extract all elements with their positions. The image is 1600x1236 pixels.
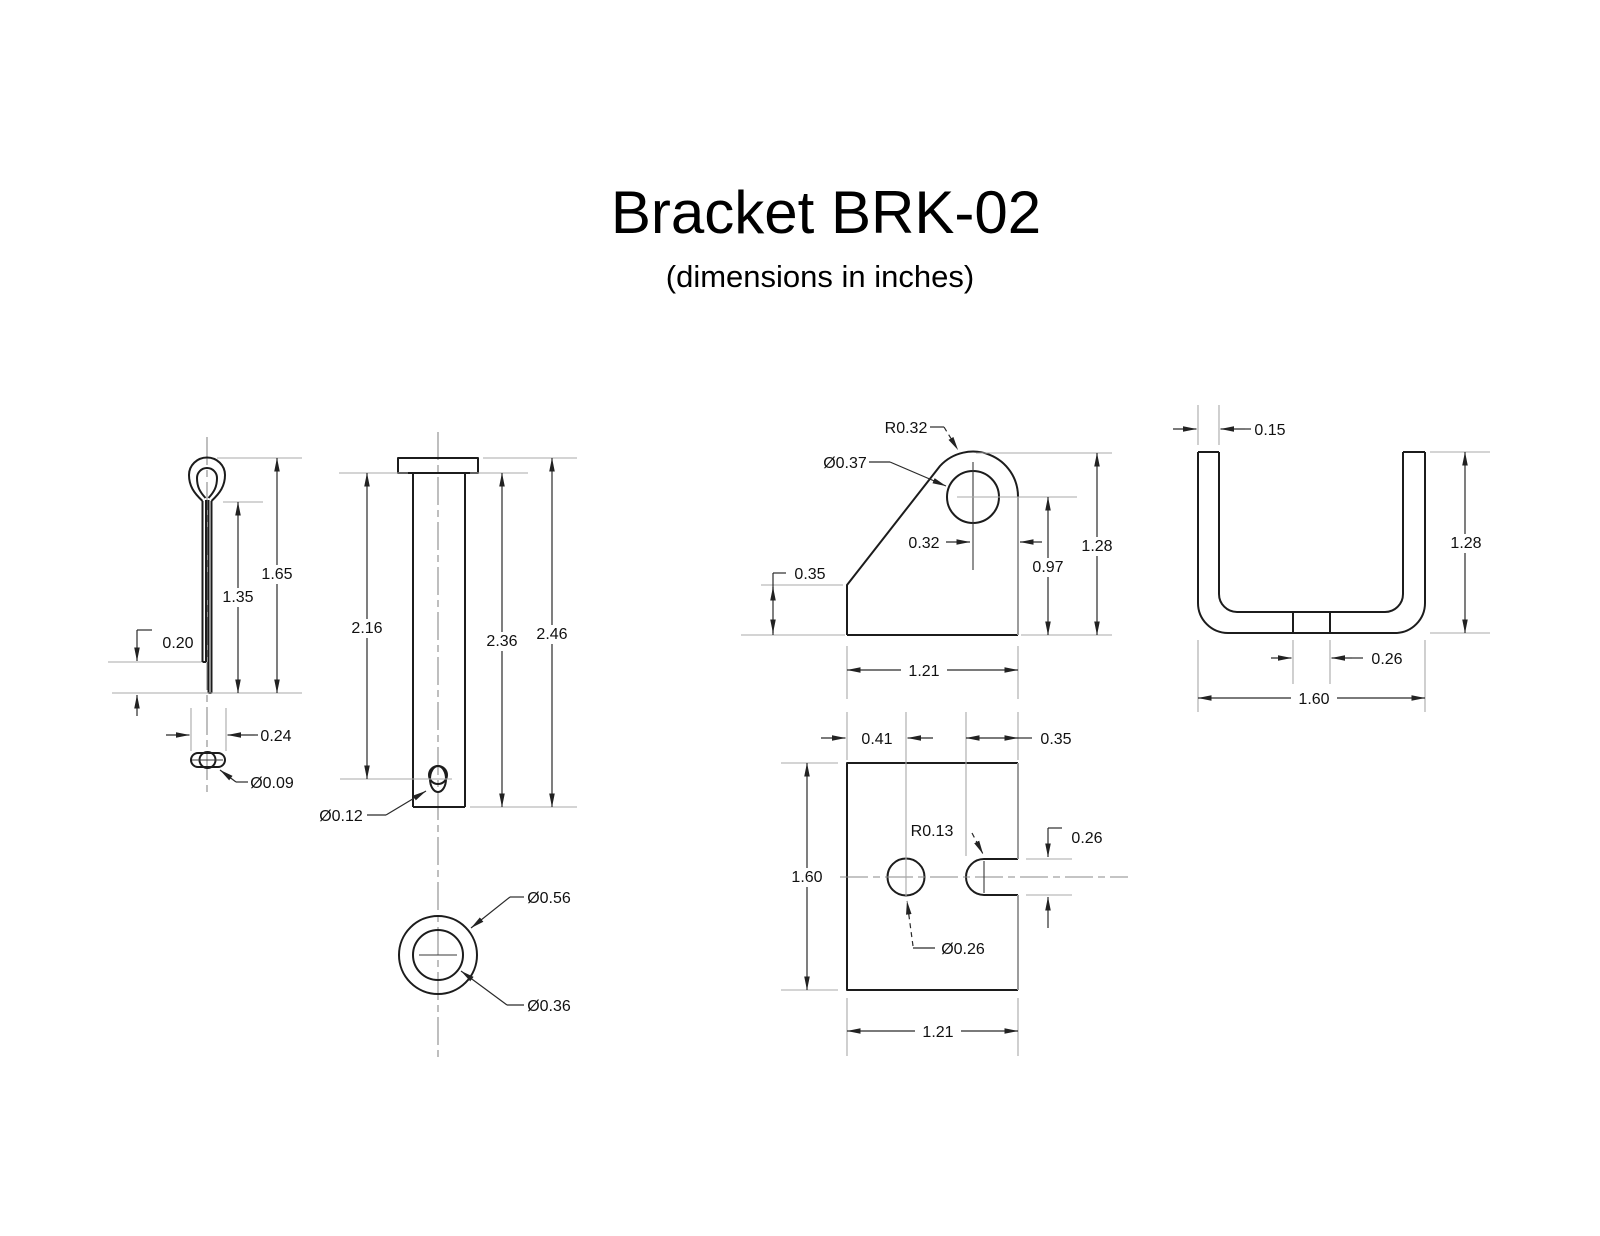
- leader-lug-hole: [889, 461, 947, 487]
- drawing-title: Bracket BRK-02: [611, 179, 1041, 246]
- bracket-side-extension-lines: [741, 452, 1112, 699]
- channel-outer-outline: [1197, 451, 1426, 634]
- leader-top-hole: [906, 900, 914, 947]
- cotter-pin-side-view: 1.35 1.65 0.20: [108, 437, 302, 795]
- dim-channel-width: 1.60: [1298, 691, 1329, 708]
- clevis-shank-circle: [412, 929, 464, 981]
- channel-extension-lines: [1197, 405, 1490, 712]
- dim-label-mask: [901, 661, 947, 680]
- bracket-top-view: 0.41 0.35 1.60 1.21 R0.13 Ø0.26 0.26: [781, 712, 1128, 1056]
- dim-top-slot-depth: 0.35: [1040, 731, 1071, 748]
- bracket-front-view: 0.15 1.28 0.26 1.60: [1173, 405, 1490, 712]
- dim-top-hole-offset: 0.41: [861, 731, 892, 748]
- dim-label-mask: [479, 632, 525, 651]
- bracket-side-view: 1.21 0.32 0.97 1.28 0.35 R0.32 Ø0.37: [741, 418, 1120, 699]
- dim-bracket-heel-height: 0.35: [794, 566, 825, 583]
- dim-clevis-head-diameter: Ø0.56: [527, 890, 571, 907]
- title-block: Bracket BRK-02 (dimensions in inches): [611, 179, 1041, 294]
- dim-label-mask: [1291, 689, 1337, 708]
- dim-top-slot-radius: R0.13: [911, 823, 954, 840]
- dim-bracket-lug-radius: R0.32: [885, 420, 928, 437]
- dim-clevis-hole-diameter: Ø0.12: [319, 808, 363, 825]
- dim-label-mask: [215, 588, 261, 607]
- cotter-pin-outline: [188, 456, 226, 694]
- cotter-eye-outline: [190, 752, 226, 768]
- dim-cotter-eye-width: 0.24: [260, 728, 291, 745]
- dim-channel-height: 1.28: [1450, 535, 1481, 552]
- dim-bracket-base-width: 1.21: [908, 663, 939, 680]
- dim-bracket-lug-hole-diameter: Ø0.37: [823, 455, 867, 472]
- cotter-pin-end-view: 0.24 Ø0.09: [166, 708, 296, 794]
- leader-lug-radius: [943, 426, 959, 451]
- leader-clevis-hole: [385, 790, 427, 816]
- channel-slot-edges: [1292, 612, 1331, 633]
- dim-label-mask: [1074, 537, 1120, 556]
- dim-cotter-wire-diameter: Ø0.09: [250, 775, 294, 792]
- dim-top-hole-diameter: Ø0.26: [941, 941, 985, 958]
- leader-shank-dia: [460, 970, 508, 1006]
- dim-top-width: 1.21: [922, 1024, 953, 1041]
- dim-bracket-side-height: 1.28: [1081, 538, 1112, 555]
- leader-slot-radius: [971, 832, 984, 855]
- drawing-subtitle: (dimensions in inches): [666, 259, 974, 294]
- dim-channel-wall-thickness: 0.15: [1254, 422, 1285, 439]
- dim-clevis-head-to-hole: 2.16: [351, 620, 382, 637]
- leader-head-dia: [470, 896, 511, 929]
- dim-cotter-prong-length: 1.35: [222, 589, 253, 606]
- dim-bracket-hole-to-edge: 0.32: [908, 535, 939, 552]
- clevis-pin-end-view: Ø0.56 Ø0.36: [398, 888, 573, 1017]
- clevis-pin-side-view: 2.16 2.36 2.46 Ø0.12: [317, 432, 577, 1058]
- dim-label-mask: [915, 1022, 961, 1041]
- dim-clevis-shank-diameter: Ø0.36: [527, 998, 571, 1015]
- clevis-extension-lines: [339, 457, 577, 808]
- clevis-head-circle: [398, 915, 478, 995]
- dim-label-mask: [1025, 558, 1071, 577]
- dim-clevis-overall-length: 2.46: [536, 626, 567, 643]
- dim-label-mask: [254, 565, 300, 584]
- dim-label-mask: [1443, 534, 1489, 553]
- dim-label-mask: [344, 619, 390, 638]
- clevis-hole-circle: [428, 765, 448, 785]
- cotter-extension-lines: [108, 457, 302, 694]
- dim-label-mask: [784, 868, 830, 887]
- dim-cotter-prong-offset: 0.20: [162, 635, 193, 652]
- dim-label-mask: [529, 625, 575, 644]
- dim-bracket-hole-height: 0.97: [1032, 559, 1063, 576]
- cotter-eye-extension-lines: [190, 708, 227, 751]
- dim-cotter-total-length: 1.65: [261, 566, 292, 583]
- dim-channel-slot-width: 0.26: [1371, 651, 1402, 668]
- channel-inner-outline: [1218, 452, 1404, 613]
- leader-wire-dia: [219, 769, 237, 783]
- dim-clevis-shank-length: 2.36: [486, 633, 517, 650]
- dim-top-depth: 1.60: [791, 869, 822, 886]
- dim-top-slot-width: 0.26: [1071, 830, 1102, 847]
